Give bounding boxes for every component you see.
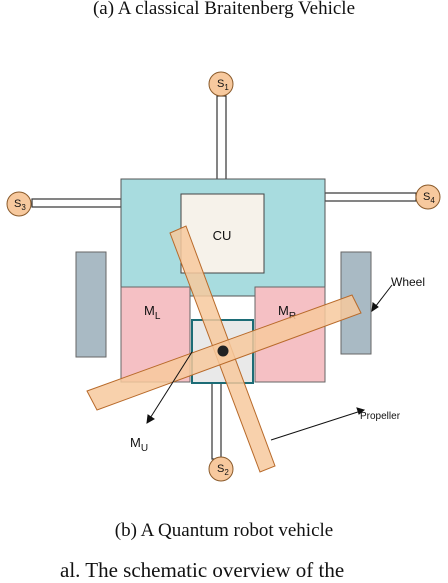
propeller (86, 225, 362, 473)
top-caption: (a) A classical Braitenberg Vehicle (92, 0, 356, 19)
propeller-arrowhead (356, 407, 366, 415)
stem-right (324, 192, 417, 202)
sensor-s1-label: S1 (217, 78, 229, 92)
propeller-label: Propeller (360, 411, 401, 422)
wheel-arrowhead (371, 302, 379, 313)
cut-off-body-text: al. The schematic overview of the (60, 558, 345, 582)
sensor-s3-label: S3 (14, 198, 26, 212)
sensor-s2 (208, 456, 234, 482)
sensor-s3 (6, 191, 32, 217)
sensor-s4-label: S4 (423, 191, 435, 205)
sensor-s4 (415, 184, 441, 210)
stem-left (31, 198, 122, 208)
propeller-hub (217, 345, 229, 357)
sensor-s1 (208, 71, 234, 97)
sensor-s2-label: S2 (217, 463, 229, 477)
propeller-pointer-line (270, 409, 365, 441)
wheel-label: Wheel (391, 275, 425, 289)
mu-label: MU (130, 435, 148, 454)
wheel-left (75, 251, 107, 358)
bottom-caption: (b) A Quantum robot vehicle (114, 520, 334, 541)
mu-pointer-line (146, 351, 193, 424)
mu-arrowhead (146, 414, 155, 424)
motor-left-label: ML (144, 303, 161, 322)
stem-top (216, 95, 227, 181)
stem-bottom (211, 382, 222, 460)
sensors (6, 71, 441, 482)
cu-label: CU (213, 228, 232, 243)
pointers (146, 284, 393, 441)
